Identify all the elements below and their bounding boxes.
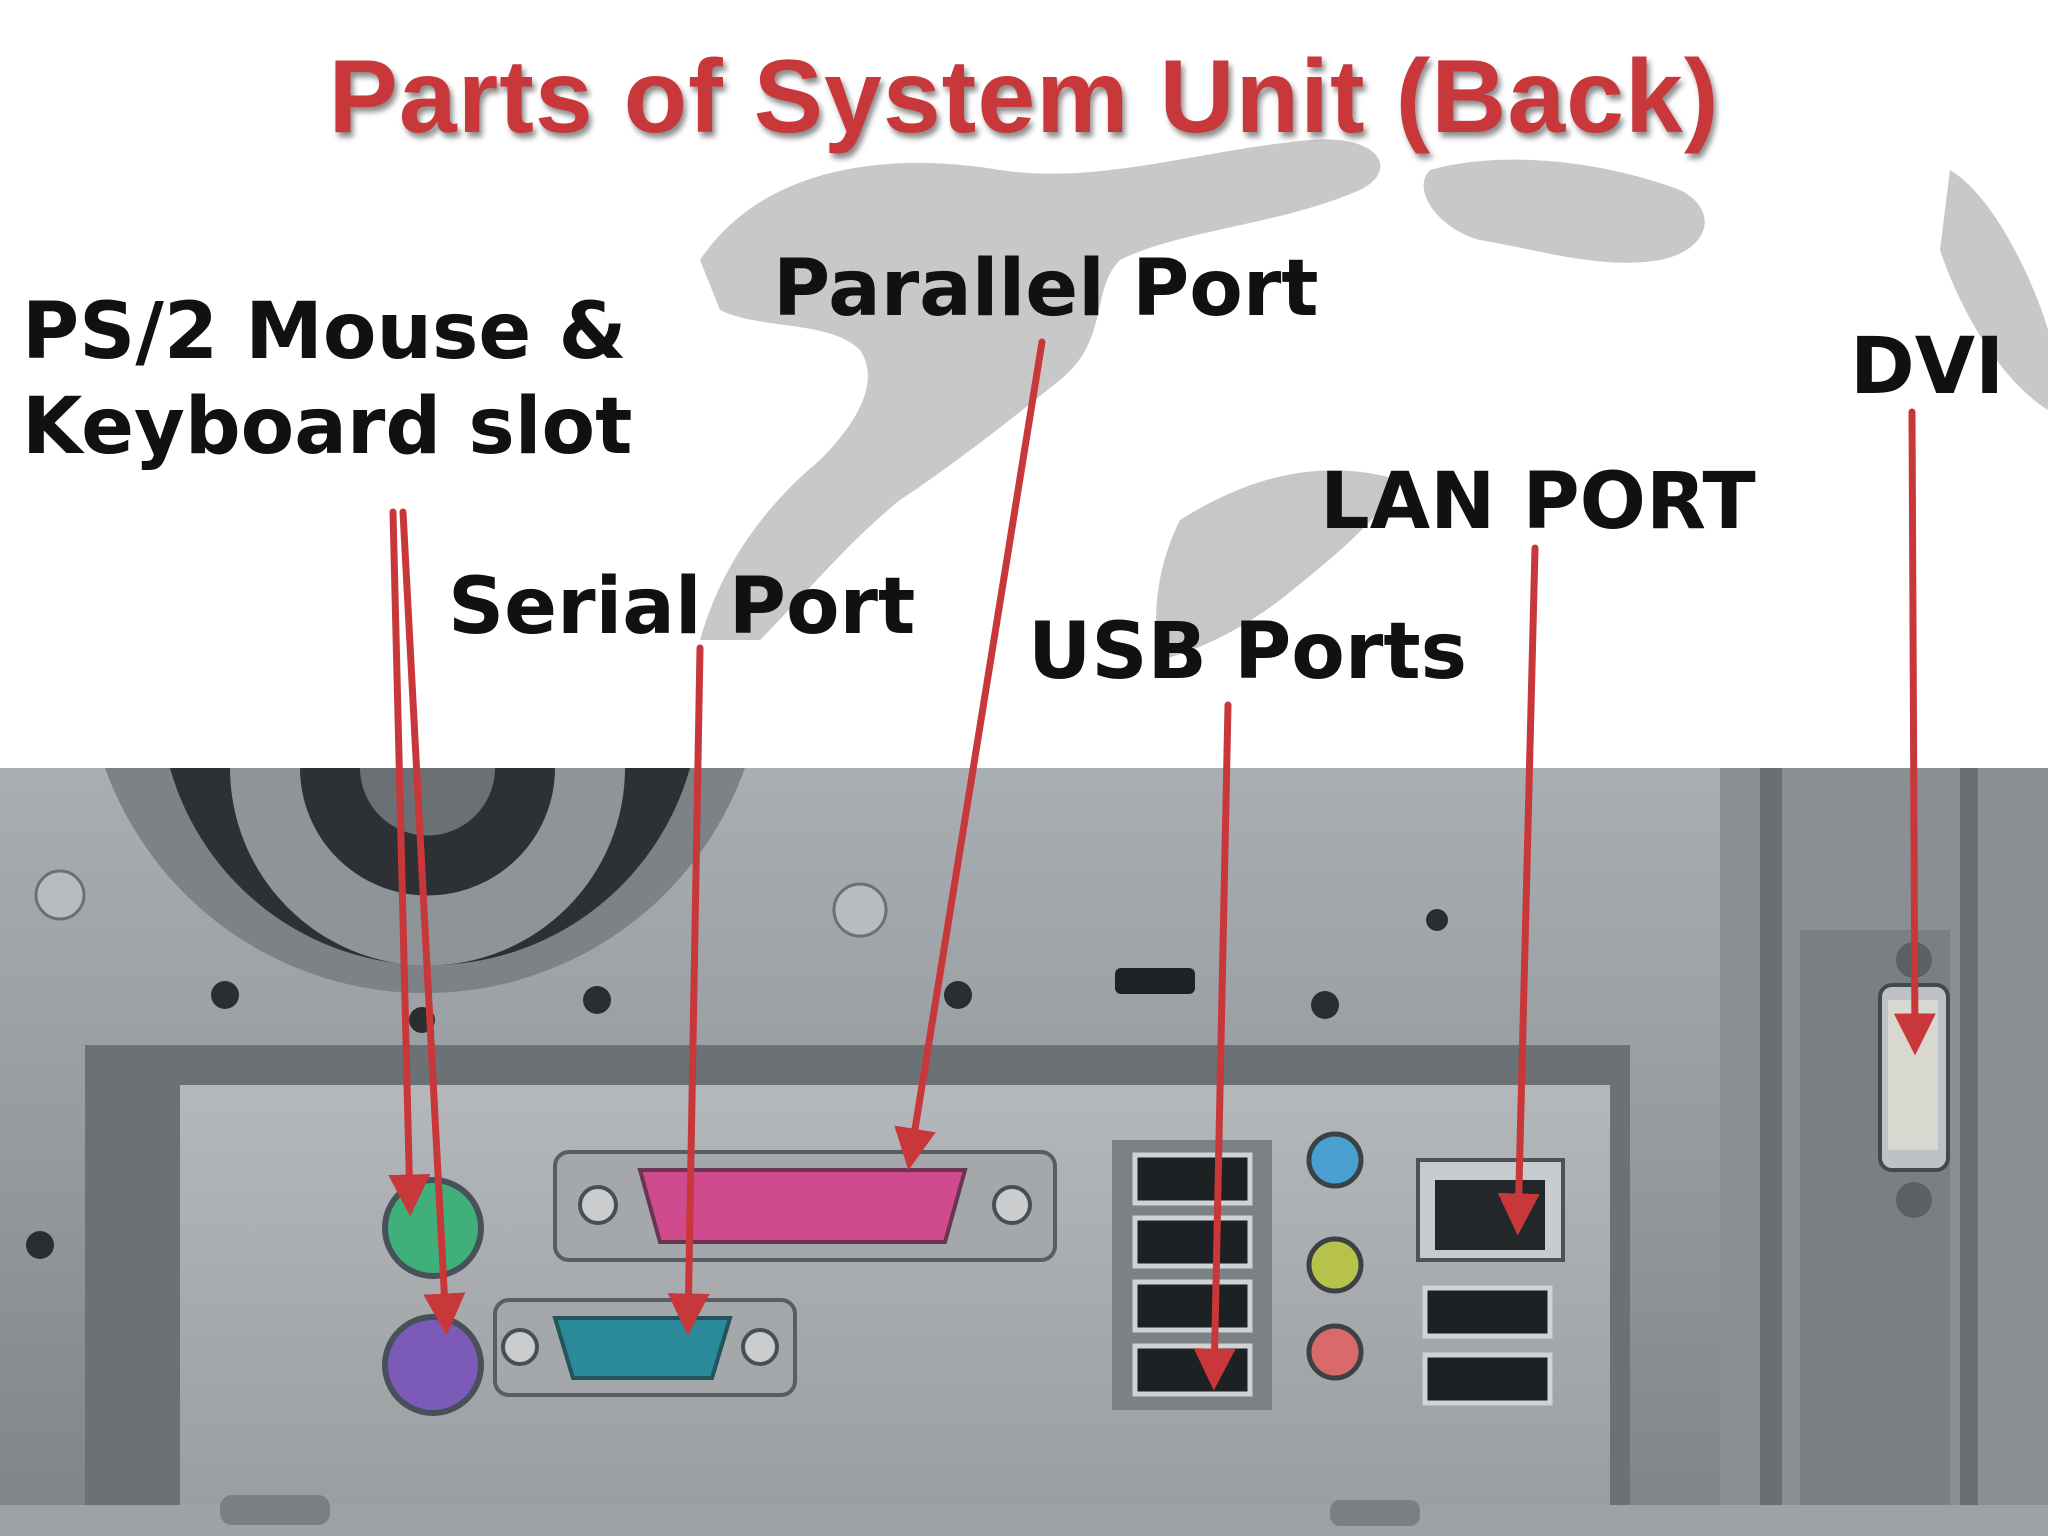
arrow-ps2-keyboard bbox=[399, 508, 466, 1336]
annotation-arrows bbox=[388, 338, 1936, 1391]
computer-back-photo bbox=[0, 768, 2048, 1536]
arrow-usb-ports bbox=[1193, 701, 1236, 1391]
label-ps2-line1: PS/2 Mouse & bbox=[22, 287, 627, 377]
arrow-ps2-mouse bbox=[388, 508, 431, 1217]
fan-grille bbox=[105, 768, 745, 994]
label-ps2-line2: Keyboard slot bbox=[22, 382, 633, 473]
arrow-parallel-port bbox=[894, 338, 1046, 1171]
label-usb-ports: USB Ports bbox=[1028, 607, 1468, 697]
arrow-lan-port bbox=[1497, 544, 1540, 1236]
background-watermark bbox=[700, 139, 2048, 660]
label-ps2-mouse-keyboard: PS/2 Mouse & Keyboard slot bbox=[22, 285, 632, 475]
label-lan-port: LAN PORT bbox=[1320, 457, 1756, 547]
arrow-serial-port bbox=[667, 644, 710, 1336]
label-serial-port: Serial Port bbox=[448, 562, 916, 652]
label-parallel-port: Parallel Port bbox=[773, 244, 1319, 334]
label-dvi: DVI bbox=[1850, 322, 2005, 412]
arrow-dvi bbox=[1893, 408, 1936, 1056]
slide-title: Parts of System Unit (Back) bbox=[328, 39, 1720, 155]
